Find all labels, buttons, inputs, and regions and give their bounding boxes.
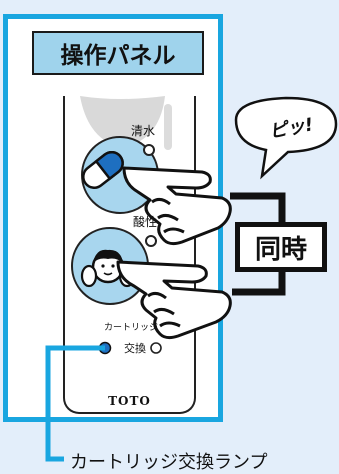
panel-slot [164,104,172,150]
hand-icon [122,166,232,246]
simultaneous-badge: 同時 [235,222,327,272]
cartridge-label-line2: 交換 [124,342,146,355]
capsule-icon [82,150,124,190]
brand-logo: TOTO [108,394,151,408]
cartridge-replace-secondary-lamp [150,342,162,354]
cartridge-lamp-callout: カートリッジ交換ランプ [70,452,268,473]
acidic-label: 酸性 [133,215,158,229]
panel-title: 操作パネル [32,31,204,75]
top-recess-shape [80,96,165,148]
sync-bracket-lower [232,272,286,296]
cartridge-label-line1: カートリッジ [104,323,159,333]
fresh-water-label: 清水 [131,124,156,138]
hand-icon [116,260,232,340]
callout-leader-line [45,345,105,462]
speech-bubble [234,96,338,180]
fresh-water-indicator-lamp [143,144,155,156]
sync-bracket [230,192,286,222]
acidic-indicator-lamp [145,235,157,247]
